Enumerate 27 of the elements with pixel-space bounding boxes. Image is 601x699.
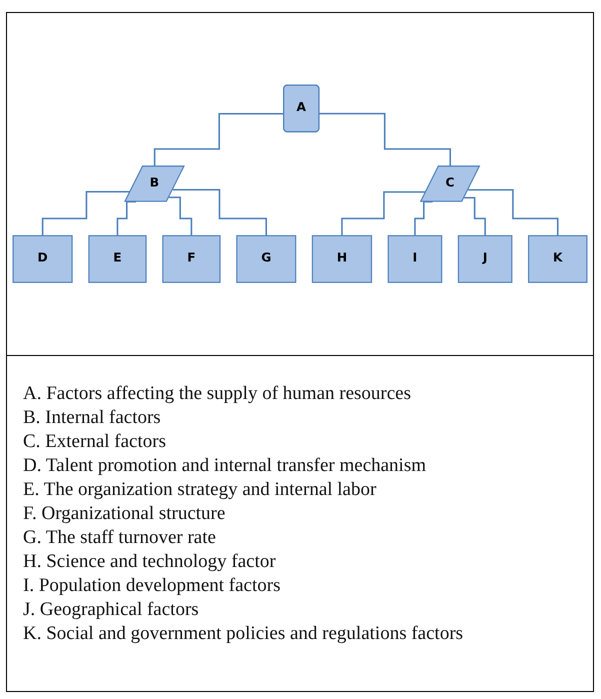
legend-line: G. The staff turnover rate [23, 526, 217, 550]
node-box: G [236, 235, 296, 284]
legend-line: C. External factors [23, 430, 167, 454]
connector [468, 189, 558, 237]
node-box: H [312, 235, 372, 284]
node-box: I [388, 235, 442, 284]
legend-line: D. Talent promotion and internal transfer mechanism [23, 454, 428, 478]
connector [341, 192, 426, 237]
legend-line: E. The organization strategy and internal labor [23, 478, 378, 502]
legend-line: B. Internal factors [23, 406, 162, 430]
connector [168, 196, 192, 237]
legend-line: A. Factors affecting the supply of human resources [23, 382, 412, 406]
legend-line: K. Social and government policies and regulations factors [23, 622, 464, 646]
legend-line: F. Organizational structure [23, 502, 226, 526]
connector [42, 191, 130, 237]
legend-line: I. Population development factors [23, 574, 282, 598]
node-box: E [88, 235, 147, 284]
node-box: F [162, 235, 221, 284]
node-box: D [12, 235, 73, 284]
connector [154, 113, 284, 168]
connector [319, 113, 452, 168]
legend-line: J. Geographical factors [23, 598, 200, 622]
node-box: K [528, 235, 588, 284]
legend-line: H. Science and technology factor [23, 550, 277, 574]
connector [464, 197, 486, 237]
node-box: J [458, 235, 512, 284]
connector [172, 189, 267, 237]
